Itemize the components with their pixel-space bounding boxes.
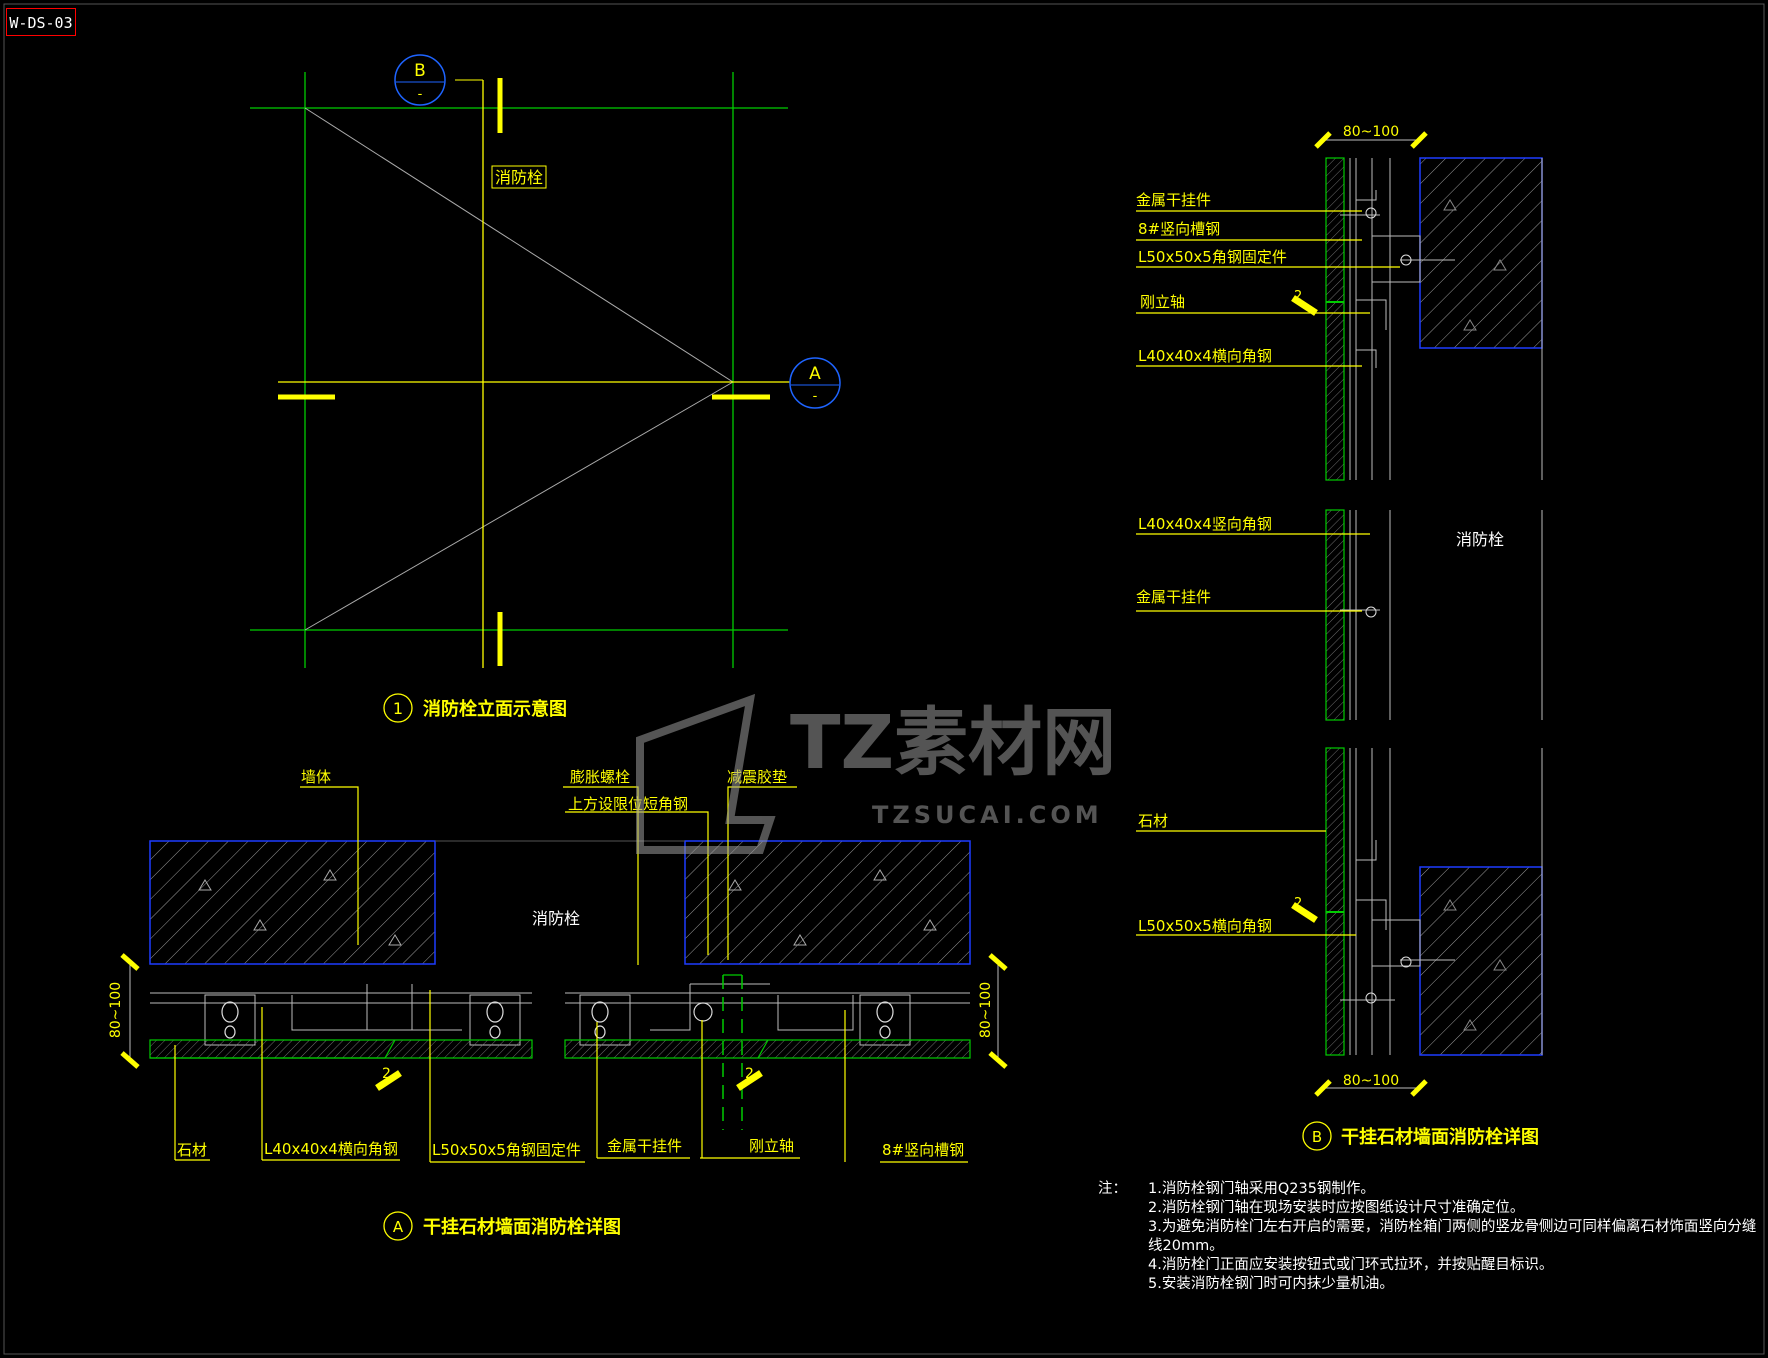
dim-right: 80~100 [978, 982, 994, 1038]
label-rubber-pad: 减震胶垫 [727, 768, 787, 786]
note-4: 4.消防栓门正面应安装按钮式或门环式拉环，并按贴醒目标识。 [1148, 1257, 1554, 1273]
watermark: TZ素材网 TZSUCAI.COM [636, 693, 1116, 854]
drawing-frame [3, 3, 1765, 1355]
label-hydrant-b: 消防栓 [1456, 530, 1504, 549]
svg-text:消防栓立面示意图: 消防栓立面示意图 [423, 698, 567, 720]
note-2: 2.消防栓钢门轴在现场安装时应按图纸设计尺寸准确定位。 [1148, 1200, 1525, 1216]
weld-symbol-left: 2 [382, 1066, 391, 1082]
note-5: 5.安装消防栓钢门时可内抹少量机油。 [1148, 1276, 1394, 1292]
dim-bottom-b: 80~100 [1343, 1073, 1399, 1089]
svg-text:-: - [418, 87, 423, 102]
svg-text:A: A [809, 364, 821, 384]
label-channel-a: 8#竖向槽钢 [882, 1141, 964, 1159]
section-bubble-a: A - [789, 357, 841, 409]
label-hydrant-a: 消防栓 [532, 909, 580, 928]
svg-text:A: A [393, 1218, 404, 1236]
sheet-id-tag: W-DS-03 [6, 8, 76, 36]
label-stone-b: 石材 [1138, 812, 1168, 830]
label-angle-h-b: L40x40x4横向角钢 [1138, 347, 1272, 365]
notes: 注： 1.消防栓钢门轴采用Q235钢制作。 2.消防栓钢门轴在现场安装时应按图纸… [1098, 1180, 1758, 1294]
label-angle-fix-a: L50x50x5角钢固定件 [432, 1141, 581, 1159]
stone-panel-right [564, 1039, 971, 1059]
svg-text:干挂石材墙面消防栓详图: 干挂石材墙面消防栓详图 [1341, 1126, 1539, 1148]
weld-symbol-b-upper: 2 [1294, 289, 1302, 304]
wall-lower [1419, 866, 1543, 1056]
label-hanger-b1: 金属干挂件 [1136, 191, 1211, 209]
caption-section-a: A 干挂石材墙面消防栓详图 [383, 1211, 621, 1241]
svg-text:1: 1 [393, 699, 403, 718]
notes-head: 注： [1098, 1181, 1127, 1197]
label-wall: 墙体 [301, 768, 331, 786]
wall-right [684, 840, 971, 965]
weld-symbol-right: 2 [745, 1066, 754, 1082]
section-bubble-b: B - [394, 54, 446, 106]
label-angle-v-b: L40x40x4竖向角钢 [1138, 515, 1272, 533]
svg-text:TZ素材网: TZ素材网 [790, 700, 1116, 786]
stone-panel-left [149, 1039, 533, 1059]
hydrant-label: 消防栓 [495, 168, 543, 187]
wall-upper [1419, 157, 1543, 349]
note-3: 3.为避免消防栓门左右开启的需要，消防栓箱门两侧的竖龙骨侧边可同样偏离石材饰面竖… [1148, 1219, 1757, 1254]
label-channel-b: 8#竖向槽钢 [1138, 220, 1220, 238]
weld-symbol-b-lower: 2 [1294, 896, 1302, 911]
svg-text:TZSUCAI.COM: TZSUCAI.COM [872, 801, 1103, 829]
svg-text:干挂石材墙面消防栓详图: 干挂石材墙面消防栓详图 [423, 1216, 621, 1238]
label-angle-h-a: L40x40x4横向角钢 [264, 1140, 398, 1158]
caption-elevation: 1 消防栓立面示意图 [383, 693, 567, 723]
section-b-detail: 80~100 80~100 [1136, 124, 1543, 1097]
label-pivot-a: 刚立轴 [749, 1137, 794, 1155]
label-limiter-angle: 上方设限位短角钢 [568, 795, 688, 813]
elevation-view: B - A - 消防栓 [250, 54, 841, 668]
label-angle-fix-b: L50x50x5角钢固定件 [1138, 248, 1287, 266]
section-a-detail: 80~100 80~100 2 2 [108, 768, 1008, 1163]
label-pivot-b: 刚立轴 [1140, 293, 1185, 311]
label-angle-h5-b: L50x50x5横向角钢 [1138, 917, 1272, 935]
caption-section-b: B 干挂石材墙面消防栓详图 [1302, 1121, 1539, 1151]
svg-text:B: B [414, 61, 426, 81]
label-hanger-b2: 金属干挂件 [1136, 588, 1211, 606]
label-stone-a: 石材 [177, 1141, 207, 1159]
label-expansion-bolt: 膨胀螺栓 [570, 768, 630, 786]
svg-text:B: B [1312, 1128, 1322, 1146]
note-1: 1.消防栓钢门轴采用Q235钢制作。 [1148, 1181, 1375, 1197]
svg-text:-: - [813, 389, 818, 404]
dim-left: 80~100 [108, 982, 124, 1038]
label-hanger-a: 金属干挂件 [607, 1137, 682, 1155]
dim-top-b: 80~100 [1343, 124, 1399, 140]
wall-left [149, 840, 436, 965]
